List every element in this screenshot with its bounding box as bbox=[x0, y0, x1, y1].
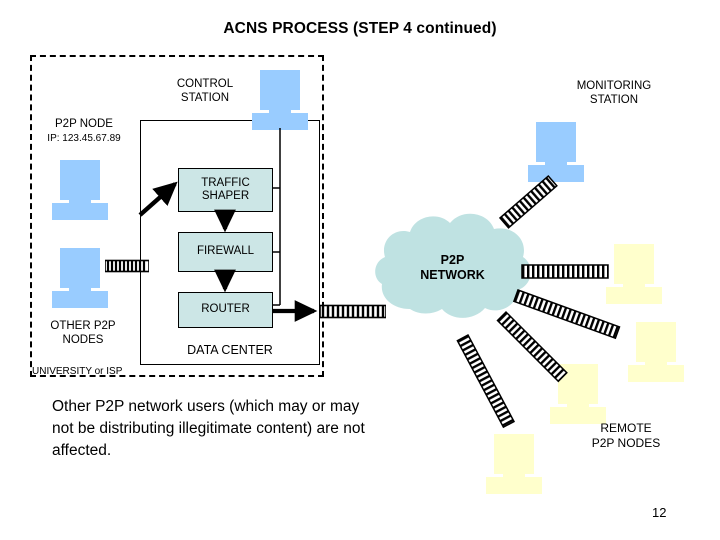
monitor-neck-icon bbox=[69, 196, 91, 206]
monitor-neck-icon bbox=[623, 280, 645, 290]
control-station-label: CONTROL STATION bbox=[176, 78, 234, 104]
p2p-network-cloud: P2P NETWORK bbox=[370, 205, 535, 330]
university-isp-label: UNIVERSITY or ISP bbox=[32, 366, 123, 377]
monitor-base-icon bbox=[486, 477, 542, 494]
remote-p2p-node-computer bbox=[550, 364, 606, 424]
remote-p2p-nodes-label: REMOTE P2P NODES bbox=[591, 421, 661, 450]
monitor-base-icon bbox=[252, 113, 308, 130]
page-number: 12 bbox=[652, 505, 667, 520]
monitor-screen-icon bbox=[60, 160, 100, 200]
monitor-base-icon bbox=[628, 365, 684, 382]
monitoring-station-computer bbox=[528, 122, 584, 182]
other-node-hatched-link bbox=[105, 259, 149, 273]
monitor-base-icon bbox=[550, 407, 606, 424]
control-station-computer bbox=[252, 70, 308, 130]
monitor-screen-icon bbox=[494, 434, 534, 474]
p2p-node-ip-label: IP: 123.45.67.89 bbox=[47, 133, 121, 144]
monitoring-station-label: MONITORING STATION bbox=[576, 80, 652, 106]
datacenter-to-cloud-hatched-link bbox=[320, 304, 386, 319]
monitor-base-icon bbox=[528, 165, 584, 182]
router-box[interactable]: ROUTER bbox=[178, 292, 273, 328]
traffic-shaper-box[interactable]: TRAFFIC SHAPER bbox=[178, 168, 273, 212]
other-p2p-nodes-label: OTHER P2P NODES bbox=[50, 320, 116, 346]
cloud-spoke-remote-d bbox=[456, 333, 516, 429]
firewall-box[interactable]: FIREWALL bbox=[178, 232, 273, 272]
monitor-screen-icon bbox=[536, 122, 576, 162]
monitor-screen-icon bbox=[614, 244, 654, 284]
monitor-base-icon bbox=[52, 291, 108, 308]
monitor-neck-icon bbox=[567, 400, 589, 410]
monitor-screen-icon bbox=[636, 322, 676, 362]
body-text: Other P2P network users (which may or ma… bbox=[52, 398, 365, 459]
university-isp-boundary bbox=[30, 55, 324, 377]
p2p-network-label: P2P NETWORK bbox=[420, 253, 485, 282]
data-center-boundary bbox=[140, 120, 320, 365]
remote-p2p-node-computer bbox=[486, 434, 542, 494]
monitor-neck-icon bbox=[645, 358, 667, 368]
p2p-node-label: P2P NODE bbox=[55, 118, 113, 130]
monitor-screen-icon bbox=[60, 248, 100, 288]
p2p-node-computer bbox=[52, 160, 108, 220]
monitor-neck-icon bbox=[545, 158, 567, 168]
cloud-shape-icon bbox=[375, 213, 531, 318]
remote-p2p-node-computer bbox=[606, 244, 662, 304]
monitor-base-icon bbox=[606, 287, 662, 304]
other-p2p-node-computer bbox=[52, 248, 108, 308]
monitor-screen-icon bbox=[558, 364, 598, 404]
page-title: ACNS PROCESS (STEP 4 continued) bbox=[223, 20, 497, 37]
remote-p2p-node-computer bbox=[628, 322, 684, 382]
monitor-base-icon bbox=[52, 203, 108, 220]
monitor-neck-icon bbox=[503, 470, 525, 480]
data-center-label: DATA CENTER bbox=[187, 343, 273, 357]
monitor-neck-icon bbox=[69, 284, 91, 294]
monitor-neck-icon bbox=[269, 106, 291, 116]
monitor-screen-icon bbox=[260, 70, 300, 110]
